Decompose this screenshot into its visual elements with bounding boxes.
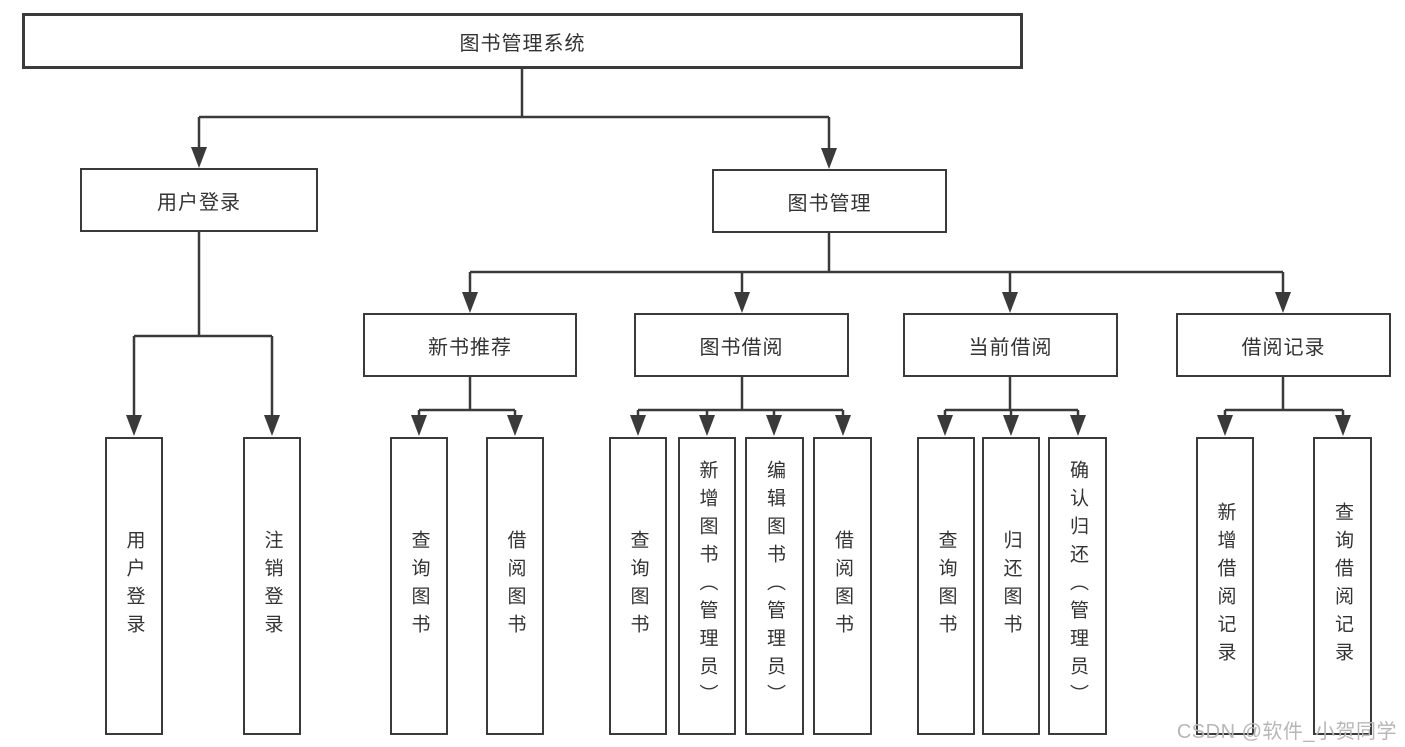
- leaf-edit-book-admin: 编辑图书（管理员）: [745, 437, 804, 735]
- leaf-query-books-recommend-label: 查询图书: [408, 530, 430, 642]
- leaf-logout: 注销登录: [243, 437, 301, 735]
- node-current-borrowing: 当前借阅: [903, 313, 1118, 377]
- leaf-query-borrow-record: 查询借阅记录: [1313, 437, 1372, 735]
- leaf-borrow-books-borrowing-label: 借阅图书: [832, 530, 853, 642]
- node-book-management: 图书管理: [712, 169, 947, 233]
- leaf-logout-label: 注销登录: [261, 530, 283, 642]
- watermark: CSDN @软件_小贺同学: [1176, 721, 1397, 743]
- leaf-borrow-books-recommend: 借阅图书: [486, 437, 544, 735]
- node-new-book-recommend-label: 新书推荐: [428, 336, 512, 359]
- leaf-add-book-admin: 新增图书（管理员）: [678, 437, 736, 735]
- leaf-query-borrow-record-label: 查询借阅记录: [1332, 502, 1353, 670]
- leaf-query-books-current-label: 查询图书: [935, 530, 957, 642]
- leaf-confirm-return-admin: 确认归还（管理员）: [1048, 437, 1107, 735]
- leaf-query-books-recommend: 查询图书: [390, 437, 448, 735]
- leaf-user-login-label: 用户登录: [123, 530, 145, 642]
- leaf-query-books-current: 查询图书: [917, 437, 975, 735]
- leaf-add-borrow-record: 新增借阅记录: [1196, 437, 1254, 735]
- node-book-borrowing-label: 图书借阅: [699, 336, 784, 359]
- node-new-book-recommend: 新书推荐: [363, 313, 577, 377]
- leaf-borrow-books-recommend-label: 借阅图书: [504, 530, 526, 642]
- leaf-return-books: 归还图书: [982, 437, 1040, 735]
- node-borrowing-records-label: 借阅记录: [1241, 336, 1326, 359]
- node-user-login: 用户登录: [80, 168, 318, 232]
- node-root-label: 图书管理系统: [459, 32, 586, 55]
- leaf-query-books-borrowing: 查询图书: [609, 437, 667, 735]
- leaf-add-book-admin-label: 新增图书（管理员）: [696, 460, 718, 712]
- leaf-query-books-borrowing-label: 查询图书: [627, 530, 649, 642]
- node-root: 图书管理系统: [22, 13, 1023, 69]
- leaf-add-borrow-record-label: 新增借阅记录: [1214, 502, 1236, 670]
- leaf-return-books-label: 归还图书: [1000, 530, 1022, 642]
- node-current-borrowing-label: 当前借阅: [968, 336, 1053, 359]
- node-book-management-label: 图书管理: [787, 192, 872, 215]
- node-book-borrowing: 图书借阅: [634, 313, 849, 377]
- leaf-user-login: 用户登录: [105, 437, 163, 735]
- leaf-borrow-books-borrowing: 借阅图书: [813, 437, 872, 735]
- node-borrowing-records: 借阅记录: [1176, 313, 1391, 377]
- node-user-login-label: 用户登录: [157, 191, 241, 214]
- leaf-confirm-return-admin-label: 确认归还（管理员）: [1067, 460, 1088, 712]
- leaf-edit-book-admin-label: 编辑图书（管理员）: [764, 460, 785, 712]
